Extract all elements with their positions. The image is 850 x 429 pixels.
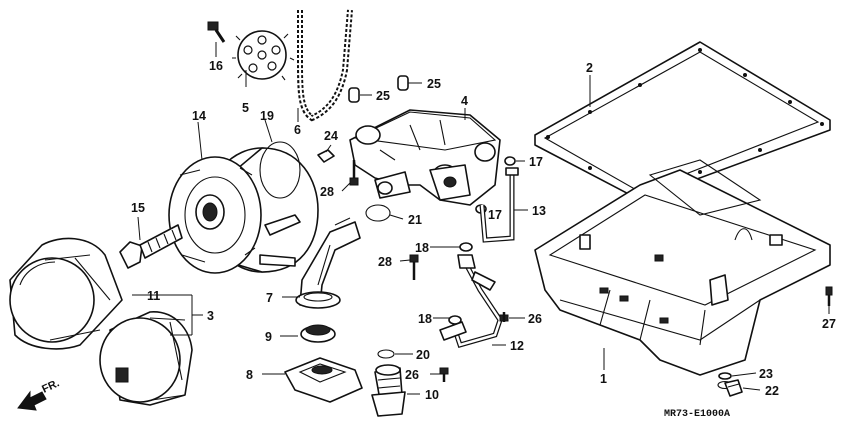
diagram-code: MR73-E1000A xyxy=(664,409,730,420)
callout-27: 27 xyxy=(822,317,836,331)
oil-pan-gasket xyxy=(534,41,831,201)
callout-6: 6 xyxy=(294,123,301,137)
pipe-bolt xyxy=(439,312,509,382)
strainer-seal xyxy=(300,324,336,343)
oil-pump-chain xyxy=(297,9,353,122)
callout-26b: 26 xyxy=(405,368,419,382)
washer xyxy=(459,242,473,252)
callout-20: 20 xyxy=(416,348,430,362)
oil-filter-rear xyxy=(9,237,123,350)
callout-28a: 28 xyxy=(320,185,334,199)
filter-center-bolt xyxy=(119,224,183,269)
oil-pipe-upper xyxy=(479,167,519,243)
oil-cooler xyxy=(168,147,319,274)
front-label: FR. xyxy=(40,377,61,395)
callout-24: 24 xyxy=(324,129,338,143)
oil-filter-front xyxy=(99,311,193,406)
oil-pipe-lower xyxy=(439,254,503,349)
pump-o-ring xyxy=(365,204,391,222)
callout-9: 9 xyxy=(265,330,272,344)
oil-strainer xyxy=(295,217,361,309)
callout-23: 23 xyxy=(759,367,773,381)
callout-25b: 25 xyxy=(427,77,441,91)
callout-17a: 17 xyxy=(529,155,543,169)
callout-10: 10 xyxy=(425,388,439,402)
callout-12: 12 xyxy=(510,339,524,353)
callout-18a: 18 xyxy=(415,241,429,255)
callout-16: 16 xyxy=(209,59,223,73)
callout-labels: 1 2 3 4 5 6 7 8 9 10 11 12 13 14 15 16 1… xyxy=(131,59,836,402)
callout-25a: 25 xyxy=(376,89,390,103)
drain-bolt xyxy=(724,379,743,397)
pin xyxy=(317,149,335,163)
seal-o-ring xyxy=(377,349,395,359)
callout-22: 22 xyxy=(765,384,779,398)
callout-28b: 28 xyxy=(378,255,392,269)
callout-1: 1 xyxy=(600,372,607,386)
callout-21: 21 xyxy=(408,213,422,227)
pan-bolt xyxy=(825,286,833,306)
pump-sprocket xyxy=(232,30,295,81)
cooler-o-ring xyxy=(259,141,301,199)
callout-11: 11 xyxy=(147,289,160,303)
leader-lines xyxy=(132,42,830,395)
oil-pan xyxy=(534,159,831,390)
front-direction-marker: FR. xyxy=(17,377,61,411)
callout-8: 8 xyxy=(246,368,253,382)
callout-5: 5 xyxy=(242,101,249,115)
callout-15: 15 xyxy=(131,201,145,215)
callout-7: 7 xyxy=(266,291,273,305)
callout-19: 19 xyxy=(260,109,274,123)
callout-17b: 17 xyxy=(488,208,502,222)
dowel-pin xyxy=(348,75,409,103)
drain-washer xyxy=(718,372,732,380)
oil-pump-assembly xyxy=(349,109,501,206)
strainer-plate xyxy=(284,357,363,403)
callout-26a: 26 xyxy=(528,312,542,326)
callout-14: 14 xyxy=(192,109,206,123)
pump-bolt xyxy=(349,160,419,280)
sprocket-bolt xyxy=(207,21,226,43)
callout-18b: 18 xyxy=(418,312,432,326)
callout-3: 3 xyxy=(207,309,214,323)
callout-4: 4 xyxy=(461,94,468,108)
callout-13: 13 xyxy=(532,204,546,218)
relief-valve xyxy=(371,364,406,417)
callout-2: 2 xyxy=(586,61,593,75)
washer xyxy=(504,156,516,166)
